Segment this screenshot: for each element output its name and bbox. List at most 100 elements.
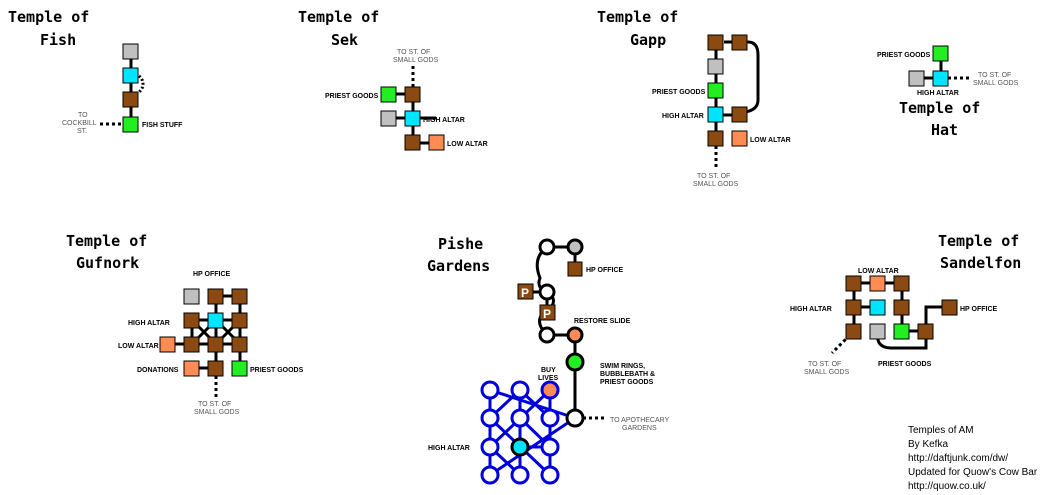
hat-priest-goods-label: PRIEST GOODS	[877, 52, 931, 59]
gufnork-low-altar-room	[159, 336, 176, 353]
sek-low-altar-label: LOW ALTAR	[447, 141, 488, 148]
gufnork-room-c	[183, 336, 200, 353]
fish-exit-label-3: ST.	[77, 128, 87, 135]
gufnork-priest-goods-room	[231, 360, 248, 377]
pishe-swim-label-2: BUBBLEBATH &	[600, 371, 655, 378]
sek-low-altar-room	[428, 134, 445, 151]
temple-gufnork: Temple of Gufnork HP OFFICE HIGH ALTAR L…	[66, 232, 304, 416]
temple-gufnork-title-line2: Gufnork	[76, 254, 139, 272]
temple-hat-title-line2: Hat	[931, 121, 958, 139]
gapp-low-altar-label: LOW ALTAR	[750, 137, 791, 144]
sandelfon-hp-office-label: HP OFFICE	[960, 306, 998, 313]
gufnork-room-d	[207, 336, 224, 353]
gufnork-donations-room	[183, 360, 200, 377]
gufnork-high-altar-room	[207, 312, 224, 329]
sandelfon-low-altar-label: LOW ALTAR	[858, 268, 899, 275]
gufnork-room-b	[231, 312, 248, 329]
pishe-buy-label-2: LIVES	[538, 375, 559, 382]
credits-line-4: Updated for Quow's Cow Bar	[908, 467, 1038, 478]
sek-high-altar-room	[404, 110, 421, 127]
credits-line-2: By Kefka	[908, 439, 948, 450]
gufnork-low-altar-label: LOW ALTAR	[118, 343, 159, 350]
fish-high-altar-room	[122, 67, 139, 84]
temple-hat: PRIEST GOODS HIGH ALTAR TO ST. OF SMALL …	[877, 45, 1019, 139]
hat-exit-label-2: SMALL GODS	[973, 80, 1019, 87]
gapp-low-altar-room	[731, 130, 748, 147]
credits-line-1: Temples of AM	[908, 425, 974, 436]
gapp-room-top-right	[731, 34, 748, 51]
hat-exit-label-1: TO ST. OF	[978, 72, 1011, 79]
gufnork-high-altar-label: HIGH ALTAR	[128, 320, 170, 327]
temple-gapp: Temple of Gapp PRIEST GOODS HIGH ALTAR L…	[597, 8, 791, 188]
temple-fish: Temple of Fish FISH STUFF TO COCKBILL ST…	[8, 8, 183, 135]
sandelfon-priest-goods-label: PRIEST GOODS	[878, 361, 932, 368]
pishe-title-line2: Gardens	[427, 257, 490, 275]
fish-room	[122, 91, 139, 108]
hat-high-altar-label: HIGH ALTAR	[917, 90, 959, 97]
gufnork-exit-label-1: TO ST. OF	[198, 401, 231, 408]
pishe-swim-label-3: PRIEST GOODS	[600, 379, 654, 386]
pishe-swim-label-1: SWIM RINGS,	[600, 363, 645, 370]
temple-sek-title-line1: Temple of	[298, 8, 379, 26]
pishe-title-line1: Pishe	[438, 235, 483, 253]
pishe-exit-label-2: GARDENS	[622, 425, 657, 432]
fish-exit-label-1: TO	[78, 112, 88, 119]
temple-sandelfon-title-line2: Sandelfon	[940, 254, 1021, 272]
gapp-room-bottom	[707, 130, 724, 147]
gufnork-high-altar-approach	[183, 312, 200, 329]
pishe-p-label-1: P	[521, 286, 529, 300]
pishe-high-altar-label: HIGH ALTAR	[428, 445, 470, 452]
pishe-restore-slide-room	[566, 326, 584, 344]
gufnork-room-f	[207, 360, 224, 377]
sandelfon-high-altar-approach	[845, 299, 862, 316]
gufnork-exit-label-2: SMALL GODS	[194, 409, 240, 416]
temple-sandelfon-title-line1: Temple of	[938, 232, 1019, 250]
gapp-high-altar-room	[707, 106, 724, 123]
pishe-restore-slide-label: RESTORE SLIDE	[574, 318, 631, 325]
pishe-buy-label-1: BUY	[541, 367, 556, 374]
sandelfon-hp-office-room	[941, 299, 958, 316]
gapp-exit-label-2: SMALL GODS	[693, 181, 739, 188]
pishe-p-marker-1	[517, 283, 534, 300]
pishe-hp-office-room	[567, 261, 583, 277]
gufnork-priest-goods-label: PRIEST GOODS	[250, 367, 304, 374]
gufnork-donations-label: DONATIONS	[137, 367, 179, 374]
credits-line-3: http://daftjunk.com/dw/	[908, 453, 1008, 464]
gapp-entrance-room	[707, 58, 724, 75]
pishe-entrance-room	[566, 238, 584, 256]
pishe-p-label-2: P	[543, 307, 551, 321]
sandelfon-low-altar-room	[869, 275, 886, 292]
sandelfon-exit-label-2: SMALL GODS	[804, 369, 850, 376]
pishe-exit-label-1: TO APOTHECARY	[610, 417, 670, 424]
temple-fish-title-line2: Fish	[40, 31, 76, 49]
gufnork-hp-office-room	[207, 288, 224, 305]
gapp-priest-goods-room	[707, 82, 724, 99]
hat-entrance-room	[908, 70, 925, 87]
sandelfon-room-br	[917, 323, 934, 340]
sek-room-2	[404, 134, 421, 151]
fish-entrance-room	[122, 43, 139, 60]
temple-sek-title-line2: Sek	[331, 31, 358, 49]
sandelfon-room-tl	[845, 275, 862, 292]
gapp-high-altar-label: HIGH ALTAR	[662, 113, 704, 120]
gufnork-entrance-room	[183, 288, 200, 305]
sek-room	[404, 86, 421, 103]
gufnork-room-e	[231, 336, 248, 353]
sandelfon-high-altar-label: HIGH ALTAR	[790, 306, 832, 313]
sandelfon-exit-label-1: TO ST. OF	[808, 361, 841, 368]
sek-priest-goods-label: PRIEST GOODS	[325, 93, 379, 100]
pishe-buy-lives-room	[540, 380, 560, 400]
temple-sek: Temple of Sek TO ST. OF SMALL GODS PRIES…	[298, 8, 488, 151]
temple-sandelfon: Temple of Sandelfon LOW ALTAR HIGH ALTAR…	[790, 232, 1021, 376]
sek-exit-label-1: TO ST. OF	[397, 49, 430, 56]
sandelfon-high-altar-room	[869, 299, 886, 316]
sandelfon-room-bl	[845, 323, 862, 340]
fish-stuff-label: FISH STUFF	[142, 122, 183, 129]
gapp-room-right	[731, 106, 748, 123]
pishe-swim-rings-room	[565, 352, 585, 372]
sek-priest-goods-room	[380, 86, 397, 103]
fish-stuff-room	[122, 116, 139, 133]
temple-hat-title-line1: Temple of	[899, 99, 980, 117]
hat-high-altar-room	[932, 70, 949, 87]
